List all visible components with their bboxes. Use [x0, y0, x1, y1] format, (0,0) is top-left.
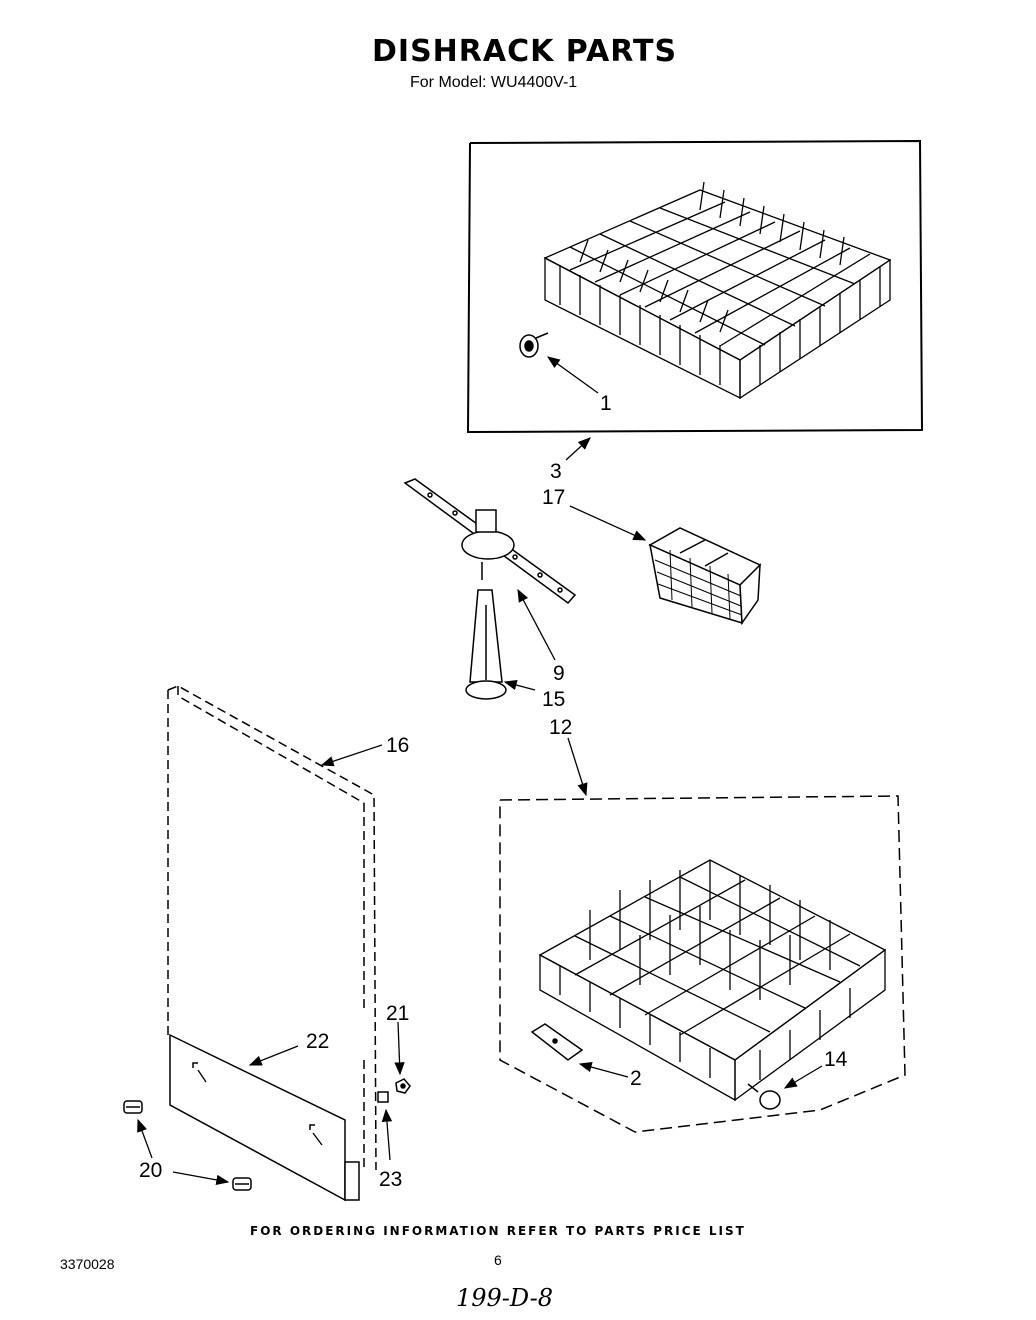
- callout-23: 23: [379, 1168, 402, 1191]
- leader-arrows: [137, 356, 823, 1186]
- handwritten-note: 199-D-8: [456, 1284, 553, 1312]
- upper-rack: [543, 181, 892, 400]
- lower-rack: [538, 859, 887, 1102]
- callout-17: 17: [542, 486, 565, 509]
- rack-stop-part: [747, 1083, 781, 1110]
- rack-roller-part: [519, 332, 549, 358]
- upper-rack-group: [466, 139, 924, 434]
- clip-part: [377, 1091, 389, 1103]
- access-panel-part: [167, 685, 377, 1171]
- page-number: 6: [494, 1252, 502, 1268]
- callout-2: 2: [630, 1067, 642, 1090]
- screw-part: [123, 1100, 252, 1191]
- callout-16: 16: [386, 734, 409, 757]
- spray-tube-part: [465, 589, 507, 700]
- rack-guide-part: [530, 1023, 584, 1061]
- callout-14: 14: [824, 1048, 848, 1071]
- lower-rack-group: [499, 795, 906, 1133]
- nut-part: [395, 1078, 411, 1094]
- model-subtitle: For Model: WU4400V-1: [410, 74, 578, 91]
- ordering-note: FOR ORDERING INFORMATION REFER TO PARTS …: [250, 1224, 746, 1238]
- upper-rack-box: [466, 139, 924, 434]
- callout-1: 1: [600, 392, 612, 415]
- callout-22: 22: [306, 1030, 329, 1053]
- page-title: DISHRACK PARTS: [372, 34, 678, 69]
- callout-3: 3: [550, 460, 562, 483]
- document-number: 3370028: [60, 1256, 115, 1272]
- callout-20: 20: [139, 1159, 162, 1182]
- lower-rack-box: [499, 795, 906, 1133]
- callout-12: 12: [549, 716, 572, 739]
- callout-15: 15: [542, 688, 565, 711]
- callout-21: 21: [386, 1002, 409, 1025]
- silverware-basket-part: [648, 527, 762, 626]
- spray-arm-part: [403, 478, 577, 605]
- callout-9: 9: [553, 662, 565, 685]
- kick-plate-part: [169, 1033, 360, 1202]
